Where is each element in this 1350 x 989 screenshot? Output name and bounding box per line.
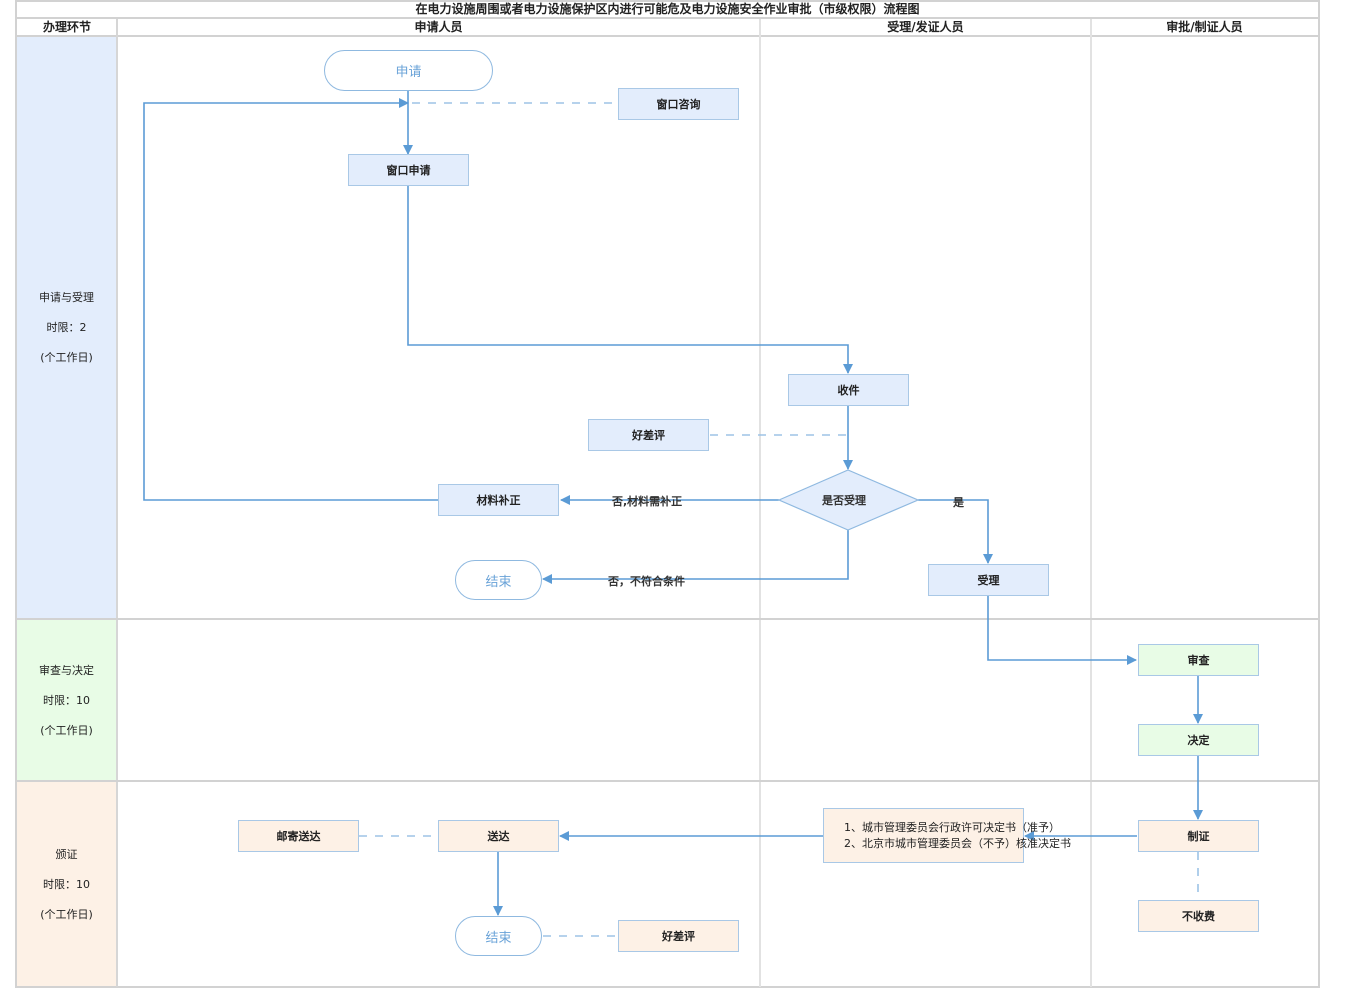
phase-apply-accept: 申请与受理 时限：2 (个工作日): [17, 37, 116, 618]
receive-node[interactable]: 收件: [788, 374, 909, 406]
phase-review-decide: 审查与决定 时限：10 (个工作日): [17, 620, 116, 780]
column-divider: [116, 19, 118, 987]
column-divider: [759, 19, 761, 987]
edge-label-no-unqualified: 否，不符合条件: [608, 575, 685, 588]
end-terminal[interactable]: 结束: [455, 916, 542, 956]
end-terminal[interactable]: 结束: [455, 560, 542, 600]
document-line: 2、北京市城市管理委员会（不予）核准决定书: [844, 836, 1071, 850]
header-acceptor: 受理/发证人员: [760, 19, 1091, 37]
diagram-frame: [15, 0, 1320, 988]
documents-node[interactable]: 1、城市管理委员会行政许可决定书（准予） 2、北京市城市管理委员会（不予）核准决…: [823, 808, 1071, 863]
make-cert-node[interactable]: 制证: [1138, 820, 1259, 852]
decision-label[interactable]: 是否受理: [822, 494, 866, 507]
phase-unit: (个工作日): [40, 907, 93, 921]
edge-label-yes: 是: [953, 496, 964, 509]
start-terminal[interactable]: 申请: [324, 50, 493, 91]
phase-limit: 时限：10: [43, 693, 90, 707]
rating-node[interactable]: 好差评: [618, 920, 739, 952]
mail-deliver-node[interactable]: 邮寄送达: [238, 820, 359, 852]
no-fee-node[interactable]: 不收费: [1138, 900, 1259, 932]
header-phase: 办理环节: [17, 19, 117, 37]
phase-certificate: 颁证 时限：10 (个工作日): [17, 782, 116, 986]
supplement-node[interactable]: 材料补正: [438, 484, 559, 516]
row-divider: [17, 618, 1318, 620]
phase-unit: (个工作日): [40, 723, 93, 737]
deliver-node[interactable]: 送达: [438, 820, 559, 852]
phase-unit: (个工作日): [40, 351, 93, 364]
decide-node[interactable]: 决定: [1138, 724, 1259, 756]
header-applicant: 申请人员: [117, 19, 760, 37]
row-divider: [17, 780, 1318, 782]
accept-node[interactable]: 受理: [928, 564, 1049, 596]
phase-name: 颁证: [55, 847, 78, 861]
edge-label-no-supplement: 否,材料需补正: [612, 495, 683, 508]
phase-name: 审查与决定: [39, 663, 94, 677]
diagram-title: 在电力设施周围或者电力设施保护区内进行可能危及电力设施安全作业审批（市级权限）流…: [15, 0, 1320, 19]
window-consult-node[interactable]: 窗口咨询: [618, 88, 739, 120]
document-line: 1、城市管理委员会行政许可决定书（准予）: [844, 820, 1060, 834]
rating-node[interactable]: 好差评: [588, 419, 709, 451]
header-approver: 审批/制证人员: [1091, 19, 1318, 37]
phase-limit: 时限：2: [46, 321, 87, 334]
phase-limit: 时限：10: [43, 877, 90, 891]
phase-name: 申请与受理: [39, 291, 94, 304]
review-node[interactable]: 审查: [1138, 644, 1259, 676]
column-divider: [1090, 19, 1092, 987]
window-apply-node[interactable]: 窗口申请: [348, 154, 469, 186]
